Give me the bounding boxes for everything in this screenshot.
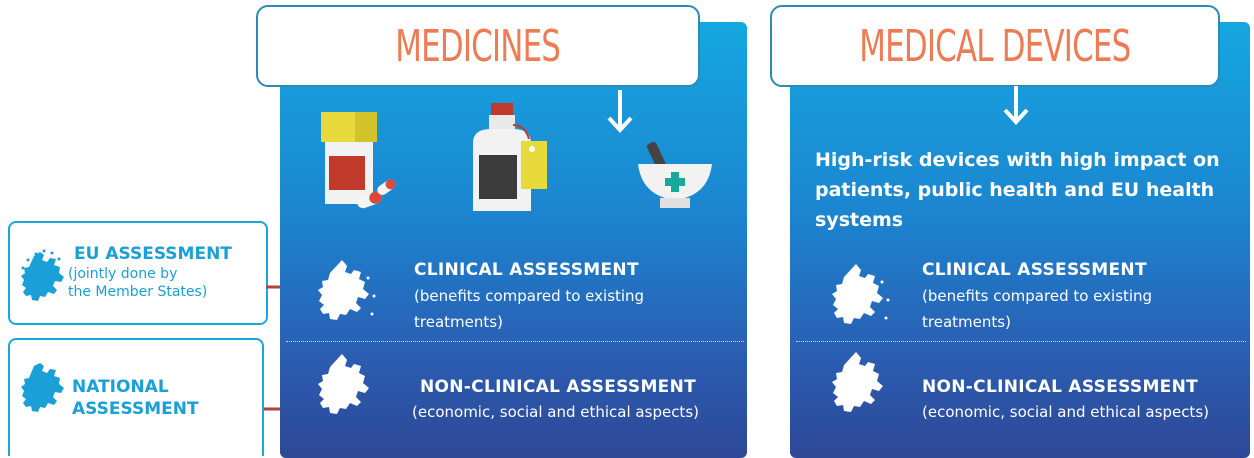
eu-assessment-title: EU ASSESSMENT bbox=[74, 244, 232, 264]
medicines-down-arrow bbox=[607, 90, 633, 133]
medicines-clinical-sub-1: (benefits compared to existing bbox=[414, 287, 645, 305]
devices-nonclinical-title: NON-CLINICAL ASSESSMENT bbox=[922, 377, 1199, 397]
devices-clinical-map-icon bbox=[832, 264, 890, 324]
mortar-and-pestle-icon bbox=[638, 142, 712, 208]
medicines-title-box: MEDICINES bbox=[256, 5, 700, 87]
medicines-nonclinical-sub: (economic, social and ethical aspects) bbox=[412, 403, 699, 421]
devices-clinical-title: CLINICAL ASSESSMENT bbox=[922, 260, 1147, 280]
medicines-clinical-title: CLINICAL ASSESSMENT bbox=[414, 260, 639, 280]
national-map-icon bbox=[21, 363, 64, 412]
eu-map-icon bbox=[21, 249, 64, 301]
devices-description-2: patients, public health and EU health bbox=[815, 179, 1215, 201]
medicines-clinical-sub-2: treatments) bbox=[414, 313, 503, 331]
medicines-nonclinical-title: NON-CLINICAL ASSESSMENT bbox=[420, 377, 697, 397]
medicines-divider bbox=[286, 341, 744, 342]
devices-description-3: systems bbox=[815, 209, 904, 231]
medicines-title: MEDICINES bbox=[395, 20, 562, 72]
pill-bottle-icon bbox=[321, 112, 396, 209]
devices-clinical-sub-2: treatments) bbox=[922, 313, 1011, 331]
national-assessment-title-1: NATIONAL bbox=[72, 377, 169, 397]
devices-divider bbox=[796, 341, 1246, 342]
medicines-nonclinical-map-icon bbox=[318, 354, 369, 414]
syrup-bottle-icon bbox=[473, 103, 547, 211]
devices-nonclinical-map-icon bbox=[832, 352, 883, 412]
devices-clinical-sub-1: (benefits compared to existing bbox=[922, 287, 1153, 305]
eu-assessment-sub-2: the Member States) bbox=[68, 284, 208, 300]
national-assessment-title-2: ASSESSMENT bbox=[72, 399, 199, 419]
devices-title-box: MEDICAL DEVICES bbox=[770, 5, 1220, 87]
devices-down-arrow bbox=[1003, 86, 1029, 125]
devices-title: MEDICAL DEVICES bbox=[859, 20, 1131, 72]
devices-nonclinical-sub: (economic, social and ethical aspects) bbox=[922, 403, 1209, 421]
medicines-clinical-map-icon bbox=[318, 260, 376, 320]
devices-description-1: High-risk devices with high impact on bbox=[815, 149, 1220, 171]
eu-assessment-sub-1: (jointly done by bbox=[68, 266, 178, 282]
